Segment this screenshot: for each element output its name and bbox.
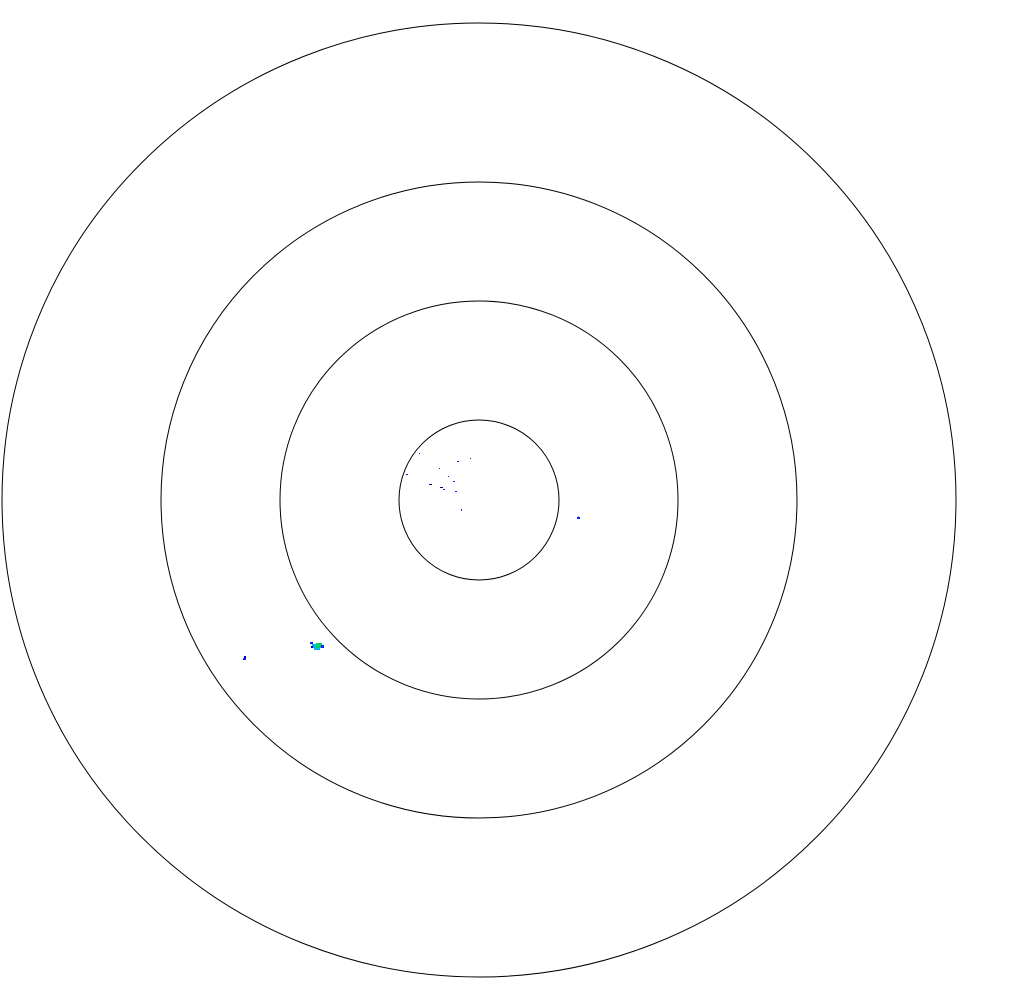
echo-dot [470, 458, 471, 459]
echo-dot [578, 516, 579, 517]
echo-returns [243, 453, 580, 660]
echo-dot [244, 656, 246, 658]
range-ring-third [160, 181, 798, 819]
range-ring-inner [398, 419, 560, 581]
echo-cell-east [577, 516, 580, 519]
echo-dot [419, 453, 420, 454]
echo-dot [429, 484, 432, 485]
echo-dot [310, 642, 313, 644]
range-rings [1, 22, 957, 978]
echo-dot [457, 461, 459, 462]
echo-dot [312, 644, 318, 648]
echo-dot [316, 643, 322, 648]
echo-cell-far-southwest [243, 656, 246, 660]
echo-dot [443, 489, 445, 490]
echo-dot [461, 509, 462, 511]
echo-dot [453, 481, 455, 482]
range-ring-second [279, 300, 679, 700]
echo-dot [243, 658, 246, 660]
echo-dot [311, 646, 313, 648]
echo-dot [577, 517, 580, 519]
echo-dot [440, 487, 443, 488]
echo-dot [314, 648, 320, 650]
echo-cluster-center [406, 453, 471, 511]
echo-dot [455, 491, 457, 492]
echo-dot [448, 476, 449, 477]
echo-dot [439, 468, 440, 469]
echo-dot [406, 474, 408, 475]
range-ring-outer [1, 22, 957, 978]
echo-cell-southwest [310, 642, 324, 650]
echo-dot [321, 645, 324, 648]
